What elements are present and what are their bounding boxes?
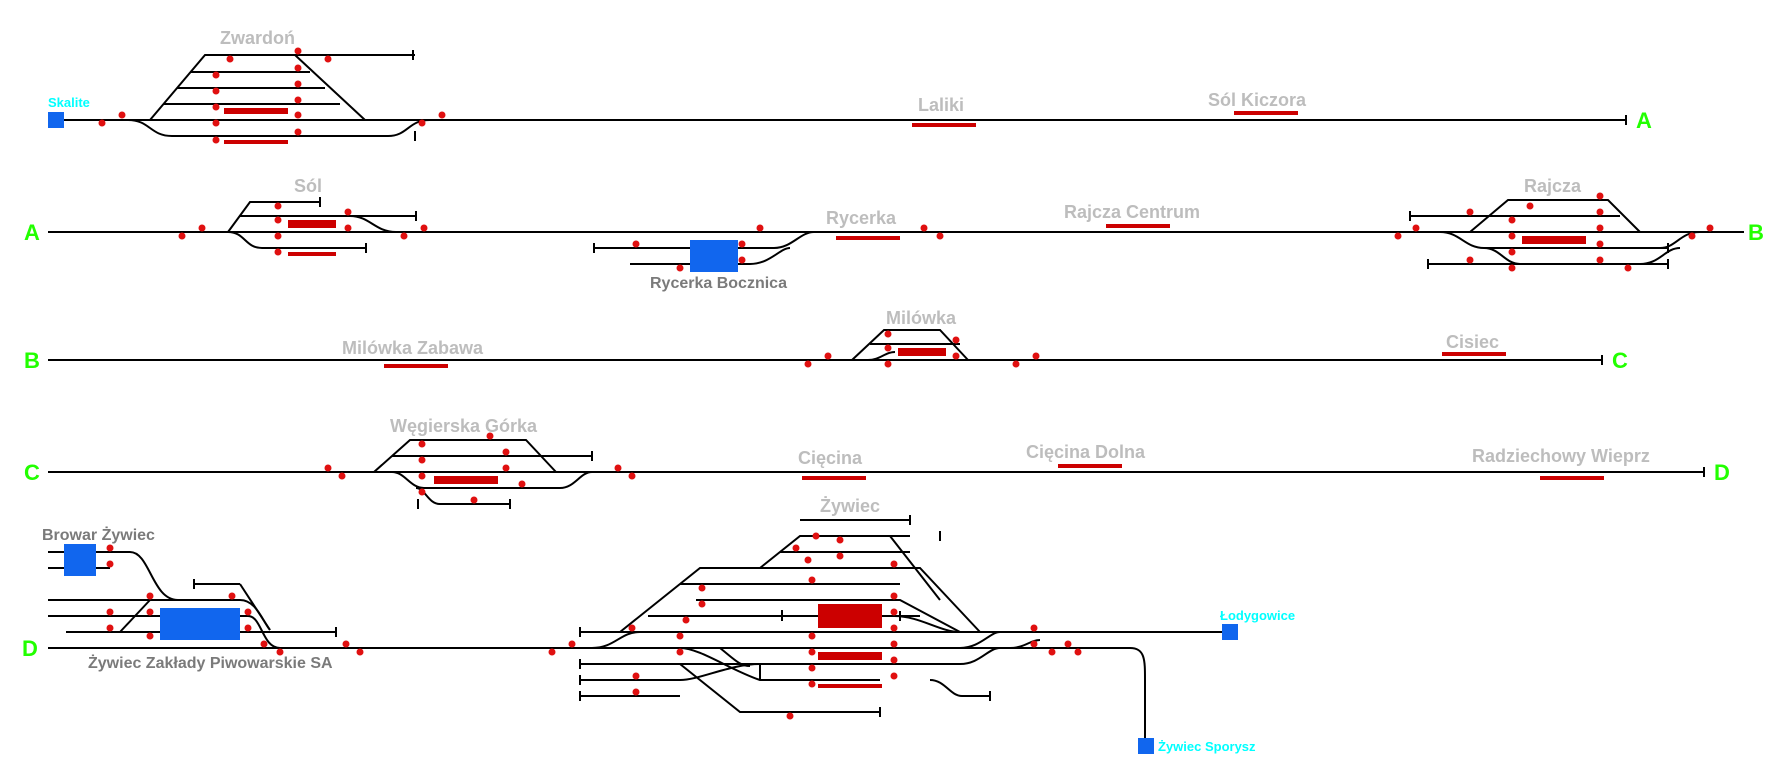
lodygowice-block bbox=[1222, 624, 1238, 640]
station-radziechowy-wieprz-label: Radziechowy Wieprz bbox=[1472, 446, 1650, 466]
station-sol-kiczora-label: Sól Kiczora bbox=[1208, 90, 1307, 110]
connector-d-left: D bbox=[22, 636, 38, 661]
row-2-signals bbox=[178, 192, 1714, 272]
siding-zaklady-piwowarskie-label: Żywiec Zakłady Piwowarskie SA bbox=[88, 654, 333, 672]
row-5-platforms bbox=[818, 604, 882, 688]
station-laliki-label: Laliki bbox=[918, 95, 964, 115]
siding-rycerka-bocznica-label: Rycerka Bocznica bbox=[650, 275, 787, 292]
row-3-signals bbox=[804, 330, 1040, 368]
row-3-platforms bbox=[384, 348, 1506, 368]
lodygowice-label: Łodygowice bbox=[1220, 608, 1295, 623]
station-rycerka-label: Rycerka bbox=[826, 208, 897, 228]
rycerka-bocznica-block bbox=[690, 240, 738, 272]
row-2-tracks bbox=[48, 197, 1744, 269]
row-3-tracks bbox=[48, 329, 1603, 365]
row-1-signals bbox=[98, 47, 446, 144]
connector-b-left: B bbox=[24, 348, 40, 373]
siding-browar-zywiec-label: Browar Żywiec bbox=[42, 526, 155, 544]
browar-zywiec-block bbox=[64, 544, 96, 576]
connector-b-right: B bbox=[1748, 220, 1764, 245]
row-4-signals bbox=[324, 432, 636, 504]
row-5-tracks bbox=[48, 515, 1231, 746]
row-2-platforms bbox=[288, 220, 1586, 256]
station-milowka-zabawa-label: Milówka Zabawa bbox=[342, 338, 484, 358]
zaklady-piwowarskie-block bbox=[160, 608, 240, 640]
station-rajcza-centrum-label: Rajcza Centrum bbox=[1064, 202, 1200, 222]
skalite-block bbox=[48, 112, 64, 128]
row-5-signals bbox=[106, 532, 1082, 720]
row-1-tracks bbox=[48, 50, 1627, 141]
station-sol-label: Sól bbox=[294, 176, 322, 196]
row-1-platforms bbox=[224, 108, 1298, 144]
station-ciecina-dolna-label: Cięcina Dolna bbox=[1026, 442, 1146, 462]
zywiec-sporysz-block bbox=[1138, 738, 1154, 754]
connector-c-left: C bbox=[24, 460, 40, 485]
station-milowka-label: Milówka bbox=[886, 308, 957, 328]
station-zwardon-label: Zwardoń bbox=[220, 28, 295, 48]
row-4-tracks bbox=[48, 439, 1705, 509]
station-wegierska-gorka-label: Węgierska Górka bbox=[390, 416, 538, 436]
zywiec-sporysz-label: Żywiec Sporysz bbox=[1158, 739, 1256, 754]
station-zywiec-label: Żywiec bbox=[820, 496, 880, 516]
connector-c-right: C bbox=[1612, 348, 1628, 373]
station-rajcza-label: Rajcza bbox=[1524, 176, 1582, 196]
row-4-platforms bbox=[434, 464, 1604, 484]
skalite-label: Skalite bbox=[48, 95, 90, 110]
connector-d-right: D bbox=[1714, 460, 1730, 485]
connector-a-left: A bbox=[24, 220, 40, 245]
station-cisiec-label: Cisiec bbox=[1446, 332, 1499, 352]
connector-a-right: A bbox=[1636, 108, 1652, 133]
station-ciecina-label: Cięcina bbox=[798, 448, 863, 468]
